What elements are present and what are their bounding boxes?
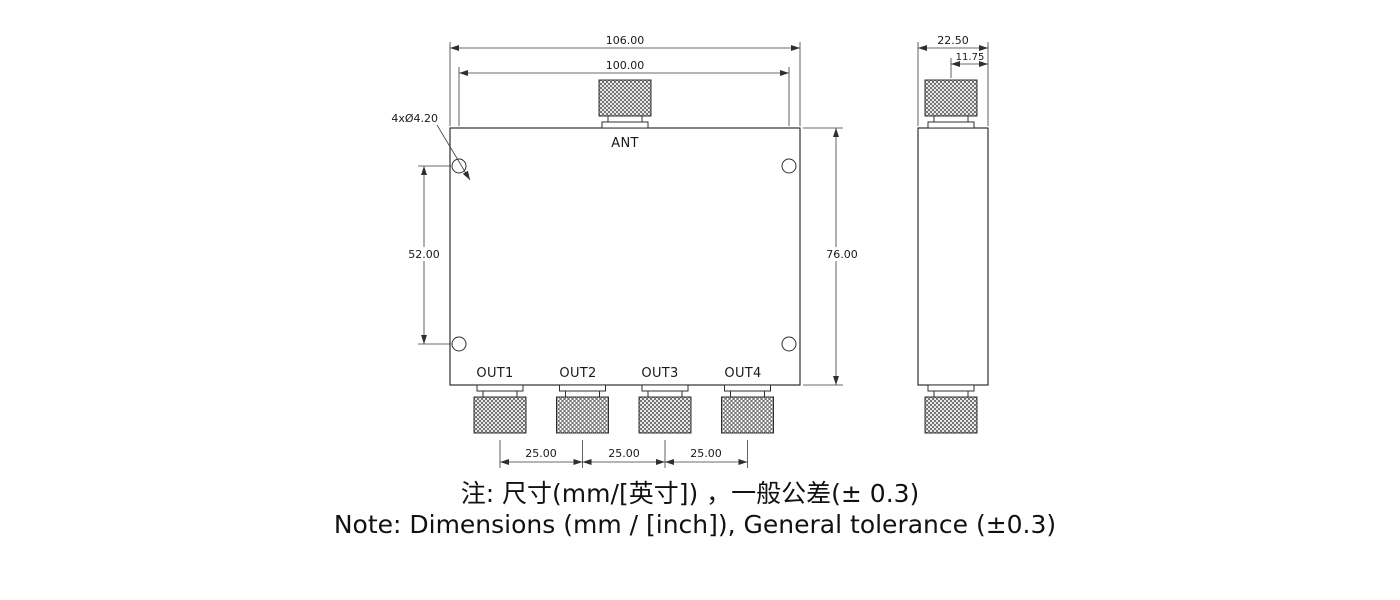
note-chinese: 注: 尺寸(mm/[英寸]) ，一般公差(± 0.3) (461, 479, 920, 508)
dim-overall-height: 76.00 (826, 248, 858, 261)
out2-port-label: OUT2 (559, 366, 596, 381)
ant-connector-icon (598, 79, 652, 129)
out1-port-label: OUT1 (476, 366, 513, 381)
dim-port-pitch-2: 25.00 (608, 447, 640, 460)
side-bottom-connector-icon (924, 384, 978, 434)
mounting-hole-bottom-left (451, 336, 467, 352)
dim-overall-width: 106.00 (606, 34, 645, 47)
front-view: ANT OUT1 OUT2 OUT3 OUT4 (449, 79, 801, 434)
dim-hole-spacing-h: 100.00 (606, 59, 645, 72)
mounting-hole-top-left (451, 158, 467, 174)
hole-callout-leader (436, 124, 471, 181)
front-dimensions: 106.00 100.00 52.00 76.00 4xØ4.20 25.00 … (391, 34, 863, 468)
dim-port-pitch-1: 25.00 (525, 447, 557, 460)
dim-port-pitch-3: 25.00 (690, 447, 722, 460)
mounting-hole-bottom-right (781, 336, 797, 352)
out4-connector-icon (721, 384, 774, 434)
note-english: Note: Dimensions (mm / [inch]), General … (334, 510, 1056, 539)
notes: 注: 尺寸(mm/[英寸]) ，一般公差(± 0.3) Note: Dimens… (334, 479, 1056, 539)
out3-connector-icon (638, 384, 692, 434)
side-body-outline (917, 127, 989, 386)
dim-text-mask (404, 247, 444, 261)
mounting-hole-top-right (781, 158, 797, 174)
out2-connector-icon (556, 384, 609, 434)
dim-hole-spacing-v: 52.00 (408, 248, 440, 261)
hole-callout-label: 4xØ4.20 (391, 112, 438, 125)
dim-text-mask (821, 247, 863, 261)
front-body-outline (449, 127, 801, 386)
side-top-connector-icon (924, 79, 978, 129)
out1-connector-icon (473, 384, 527, 434)
side-view: 22.50 11.75 (917, 34, 989, 434)
dim-connector-offset: 11.75 (956, 52, 985, 63)
out3-port-label: OUT3 (641, 366, 678, 381)
out4-port-label: OUT4 (724, 366, 761, 381)
ant-port-label: ANT (611, 136, 638, 151)
dim-depth: 22.50 (937, 34, 969, 47)
